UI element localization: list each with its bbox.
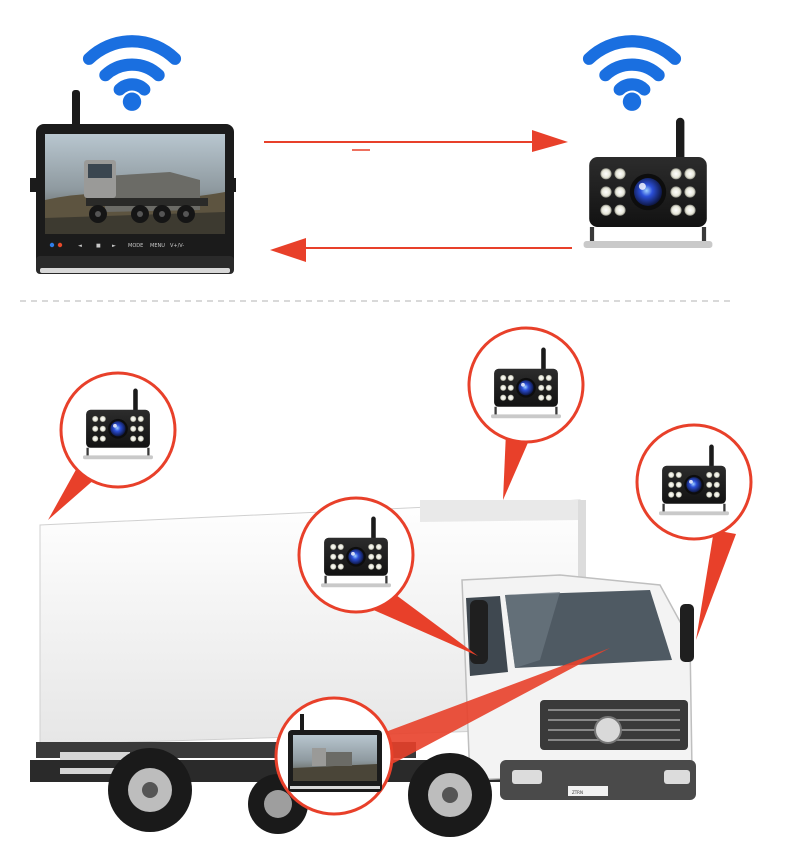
monitor-button: V+/V-	[170, 243, 184, 249]
signal-arrow-left	[270, 238, 572, 262]
monitor-button: ◄	[78, 243, 82, 249]
wifi-icon	[89, 41, 175, 111]
camera-callout-side-mirror	[297, 496, 478, 656]
monitor-button: MENU	[150, 243, 165, 249]
monitor-button: ►	[112, 243, 116, 249]
camera-callout-rear-left	[48, 371, 177, 520]
monitor-device: ◄ ■ ► MODE MENU V+/V-	[30, 90, 236, 274]
wifi-icon	[589, 41, 675, 111]
wireless-camera-device	[584, 118, 713, 248]
signal-arrow-right	[264, 130, 568, 152]
monitor-screen	[45, 134, 225, 234]
monitor-button-row: ◄ ■ ► MODE MENU V+/V-	[49, 242, 184, 249]
monitor-button: ■	[96, 243, 101, 249]
camera-callout-top-center	[467, 326, 585, 500]
monitor-button: MODE	[128, 243, 143, 249]
monitor-callout-cab	[274, 648, 610, 816]
camera-callout-right	[635, 423, 753, 640]
license-plate: ZTRN	[572, 790, 583, 795]
